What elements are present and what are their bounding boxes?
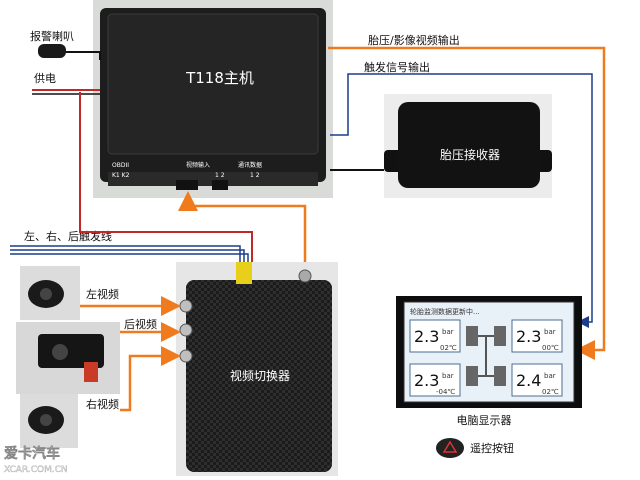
right-video-label: 右视频: [86, 397, 119, 411]
host-switcher-red-wire: [79, 92, 253, 262]
svg-text:bar: bar: [442, 328, 454, 336]
svg-text:2.3: 2.3: [414, 371, 439, 390]
tpms-receiver-label: 胎压接收器: [440, 147, 500, 162]
trigger-out-line: [330, 73, 593, 328]
right-camera: 右视频: [20, 394, 119, 448]
warning-triangle-icon: [442, 440, 458, 453]
rear-video-label: 后视频: [124, 317, 157, 331]
switcher-to-host-line: [178, 191, 307, 262]
host-port-k: K1 K2: [112, 172, 130, 179]
display-header: 轮胎监测数据更新中...: [410, 307, 480, 316]
alarm-speaker-label: 报警喇叭: [30, 29, 74, 43]
svg-text:XCAR.COM.CN: XCAR.COM.CN: [4, 465, 68, 475]
left-camera: 左视频: [20, 266, 119, 320]
tire-rr: 2.4 bar 02℃: [511, 363, 563, 397]
svg-text:bar: bar: [544, 372, 556, 380]
host-port-obd: OBDII: [112, 162, 129, 169]
tpms-video-out-line: [328, 46, 606, 360]
main-unit-label: T118主机: [185, 69, 254, 87]
t118-main-unit: T118主机 OBDII K1 K2 视频输入 1 2 通讯数据 1 2: [93, 0, 333, 198]
svg-text:00℃: 00℃: [542, 344, 559, 352]
video-switcher: 视频切换器: [176, 262, 338, 476]
host-port-video-in: 视频输入: [186, 161, 210, 169]
tire-rl: 2.3 bar -04℃: [409, 363, 461, 397]
host-port-comm-nums: 1 2: [250, 172, 260, 179]
svg-text:02℃: 02℃: [542, 388, 559, 396]
host-port-video-nums: 1 2: [215, 172, 225, 179]
host-port-comm: 通讯数据: [238, 161, 262, 169]
tpms-video-out-label: 胎压/影像视频输出: [368, 33, 460, 47]
svg-text:2.3: 2.3: [516, 327, 541, 346]
video-switcher-label: 视频切换器: [230, 368, 290, 383]
svg-text:bar: bar: [442, 372, 454, 380]
svg-text:2.3: 2.3: [414, 327, 439, 346]
svg-text:-04℃: -04℃: [436, 388, 455, 396]
right-video-line: [120, 346, 181, 412]
display-label: 电脑显示器: [457, 414, 512, 427]
power-label: 供电: [34, 71, 56, 85]
display-monitor: 轮胎监测数据更新中... 2.3 bar 02℃ 2.3 bar 00℃ 2.3…: [396, 296, 582, 427]
trigger-out-label: 触发信号输出: [364, 60, 430, 74]
remote-button: 遥控按钮: [436, 438, 514, 458]
tire-fr: 2.3 bar 00℃: [511, 319, 563, 353]
rear-camera: 后视频: [16, 317, 157, 394]
svg-text:爱卡汽车: 爱卡汽车: [4, 445, 60, 462]
left-video-label: 左视频: [86, 287, 119, 301]
tpms-receiver: 胎压接收器: [384, 94, 552, 198]
svg-text:02℃: 02℃: [440, 344, 457, 352]
svg-text:2.4: 2.4: [516, 371, 541, 390]
car-chassis-icon: [466, 326, 506, 386]
alarm-speaker: 报警喇叭: [30, 29, 74, 58]
tire-fl: 2.3 bar 02℃: [409, 319, 461, 353]
watermark-logo: 爱卡汽车 XCAR.COM.CN: [4, 445, 68, 475]
speaker-wire: [66, 51, 101, 60]
svg-text:bar: bar: [544, 328, 556, 336]
remote-button-label: 遥控按钮: [470, 441, 514, 455]
